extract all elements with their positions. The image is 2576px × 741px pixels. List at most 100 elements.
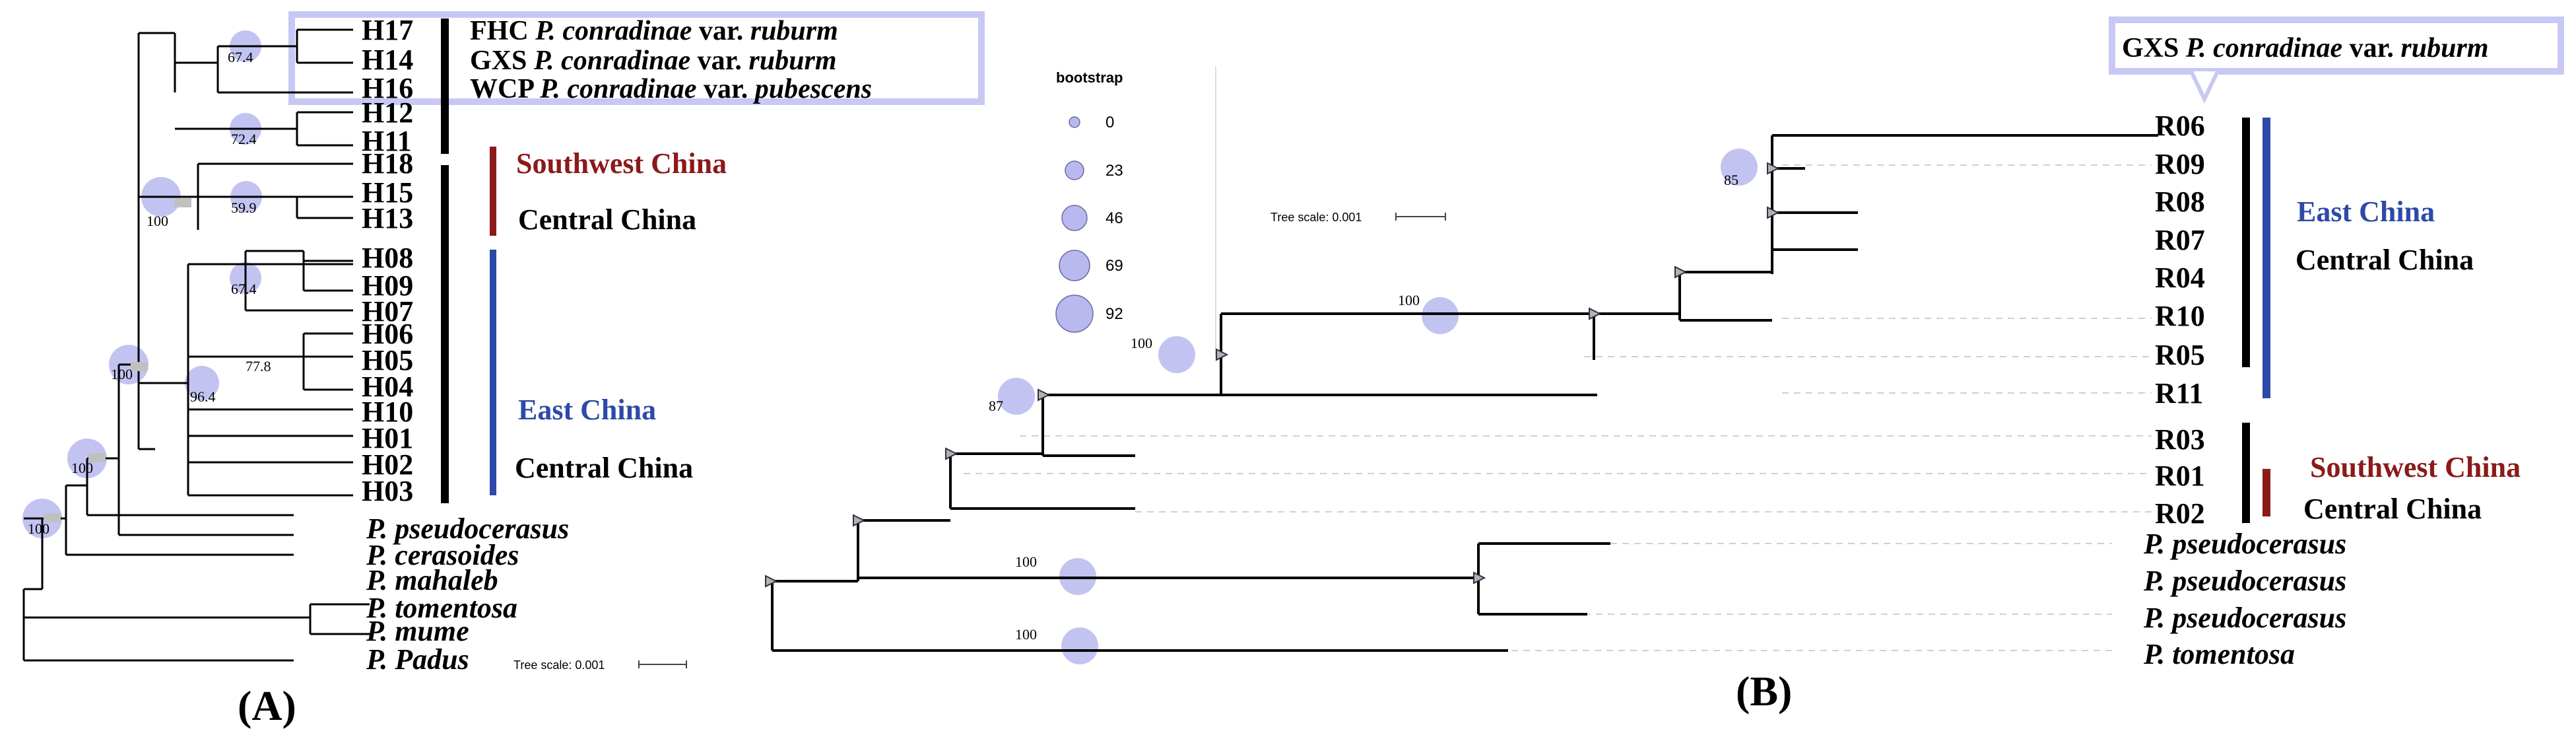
tip-r02: R02: [2155, 497, 2205, 530]
legend-title: bootstrap: [1056, 69, 1123, 86]
svg-text:Tree scale: 0.001: Tree scale: 0.001: [1271, 211, 1362, 224]
region-east-a: East China: [518, 394, 656, 426]
region-bars-a: [441, 18, 496, 503]
callout-box-b: [2109, 17, 2564, 75]
bootstrap-a-4: 100: [147, 213, 168, 229]
tip-h11: H11: [362, 125, 412, 157]
callout-pointer-b: [2189, 70, 2220, 104]
tip-r07: R07: [2155, 224, 2205, 256]
highlight-box-a: [288, 11, 985, 105]
bootstrap-a-8: 100: [111, 366, 133, 382]
outgroup-a-6: P. Padus: [366, 643, 469, 676]
tip-r08: R08: [2155, 186, 2205, 218]
bootstrap-legend: bootstrap 0 23 46 69 92: [1055, 66, 1216, 357]
outgroup-a-2: P. cerasoides: [366, 539, 519, 571]
tip-h06: H06: [362, 318, 413, 350]
tip-h10: H10: [362, 396, 413, 428]
tip-h01: H01: [362, 422, 413, 454]
node-markers-b: [765, 162, 1780, 588]
outgroup-b-1: P. pseudocerasus: [2143, 528, 2346, 560]
tip-r03: R03: [2155, 423, 2205, 456]
bootstrap-a-1: 67.4: [228, 49, 253, 65]
tree-scale-b: Tree scale: 0.001: [1271, 211, 1446, 224]
bootstrap-b-1: 100: [1398, 292, 1420, 308]
bootstrap-a-10: 100: [28, 520, 50, 537]
outgroup-a-3: P. mahaleb: [366, 564, 498, 596]
panel-label-a: (A): [238, 682, 296, 729]
bootstrap-a-3: 59.9: [231, 199, 257, 216]
svg-text:Tree scale: 0.001: Tree scale: 0.001: [513, 658, 605, 672]
legend-val-46: 46: [1106, 209, 1123, 227]
outgroup-labels-a: P. pseudocerasus P. cerasoides P. mahale…: [366, 512, 569, 676]
bootstrap-a-9: 100: [71, 460, 93, 476]
region-central-bottom-a: Central China: [515, 452, 693, 484]
tree-scale-a: Tree scale: 0.001: [513, 658, 687, 672]
panel-a: H17 H14 H16 H12 H11 H18 H15 H13 H08 H09 …: [22, 11, 985, 729]
bootstrap-b-2: 100: [1131, 335, 1152, 351]
tip-r11: R11: [2155, 377, 2203, 409]
tip-h07: H07: [362, 295, 413, 328]
tip-h05: H05: [362, 344, 413, 376]
tip-h02: H02: [362, 448, 413, 481]
region-central-bottom-b: Central China: [2303, 493, 2482, 525]
tip-h04: H04: [362, 370, 413, 403]
panel-b: GXS P. conradinae var. ruburm bootstrap …: [765, 17, 2564, 715]
region-southwest-b: Southwest China: [2310, 451, 2521, 483]
legend-val-0: 0: [1106, 114, 1114, 131]
tip-h17: H17: [362, 14, 413, 46]
highlight-row-1: FHC P. conradinae var. ruburm: [470, 16, 838, 46]
outgroup-a-5: P. mume: [366, 615, 469, 647]
tip-h14: H14: [362, 44, 413, 76]
outgroup-a-1: P. pseudocerasus: [366, 512, 569, 545]
region-bars-b: [2242, 118, 2270, 523]
legend-val-23: 23: [1106, 162, 1123, 180]
tip-h12: H12: [362, 96, 413, 129]
bootstrap-a-7: 96.4: [190, 388, 216, 405]
legend-val-69: 69: [1106, 257, 1123, 275]
bootstrap-b-5: 85: [1724, 172, 1738, 188]
tip-h15: H15: [362, 176, 413, 209]
tip-h03: H03: [362, 475, 413, 507]
region-central-top-b: Central China: [2295, 244, 2474, 276]
bootstrap-b-4: 100: [1015, 626, 1037, 643]
bootstrap-values-a: 67.4 72.4 59.9 100 67.4 77.8 96.4 100 10…: [28, 49, 271, 537]
outgroup-a-4: P. tomentosa: [366, 592, 517, 624]
tip-r09: R09: [2155, 148, 2205, 180]
tree-branches-a: [22, 28, 370, 662]
legend-val-92: 92: [1106, 305, 1123, 323]
panel-label-b: (B): [1736, 668, 1792, 715]
tip-r05: R05: [2155, 339, 2205, 371]
tip-h09: H09: [362, 269, 413, 302]
tip-r04: R04: [2155, 262, 2205, 294]
region-southwest-a: Southwest China: [516, 147, 727, 180]
region-central-top-a: Central China: [518, 203, 696, 236]
bootstrap-bubbles-b: [998, 149, 1758, 664]
tip-labels-a: H17 H14 H16 H12 H11 H18 H15 H13 H08 H09 …: [362, 14, 413, 507]
outgroup-b-4: P. tomentosa: [2143, 638, 2295, 670]
bootstrap-a-2: 72.4: [231, 131, 257, 147]
node-markers-a: [44, 198, 191, 522]
bootstrap-b-6: 87: [989, 398, 1003, 414]
outgroup-labels-b: P. pseudocerasus P. pseudocerasus P. pse…: [2143, 528, 2346, 670]
tip-r01: R01: [2155, 460, 2205, 492]
tip-h08: H08: [362, 242, 413, 274]
bootstrap-a-5: 67.4: [231, 281, 257, 297]
tip-labels-b: R06 R09 R08 R07 R04 R10 R05 R11 R03 R01 …: [2155, 110, 2205, 530]
bootstrap-values-b: 100 100 100 100 85 87: [989, 172, 1738, 643]
bootstrap-a-6: 77.8: [246, 358, 271, 374]
highlight-labels-a: FHC P. conradinae var. ruburm GXS P. con…: [470, 16, 872, 104]
tip-r10: R10: [2155, 300, 2205, 332]
bootstrap-b-3: 100: [1015, 553, 1037, 570]
highlight-row-2: GXS P. conradinae var. ruburm: [470, 46, 837, 76]
highlight-row-3: WCP P. conradinae var. pubescens: [470, 74, 872, 104]
tip-h16: H16: [362, 72, 413, 104]
outgroup-b-3: P. pseudocerasus: [2143, 602, 2346, 634]
tip-r06: R06: [2155, 110, 2205, 142]
tip-h18: H18: [362, 147, 413, 180]
leader-lines-b: [964, 164, 2152, 651]
region-east-b: East China: [2297, 195, 2435, 228]
callout-text-b: GXS P. conradinae var. ruburm: [2122, 33, 2489, 63]
outgroup-b-2: P. pseudocerasus: [2143, 565, 2346, 597]
tip-h13: H13: [362, 202, 413, 234]
